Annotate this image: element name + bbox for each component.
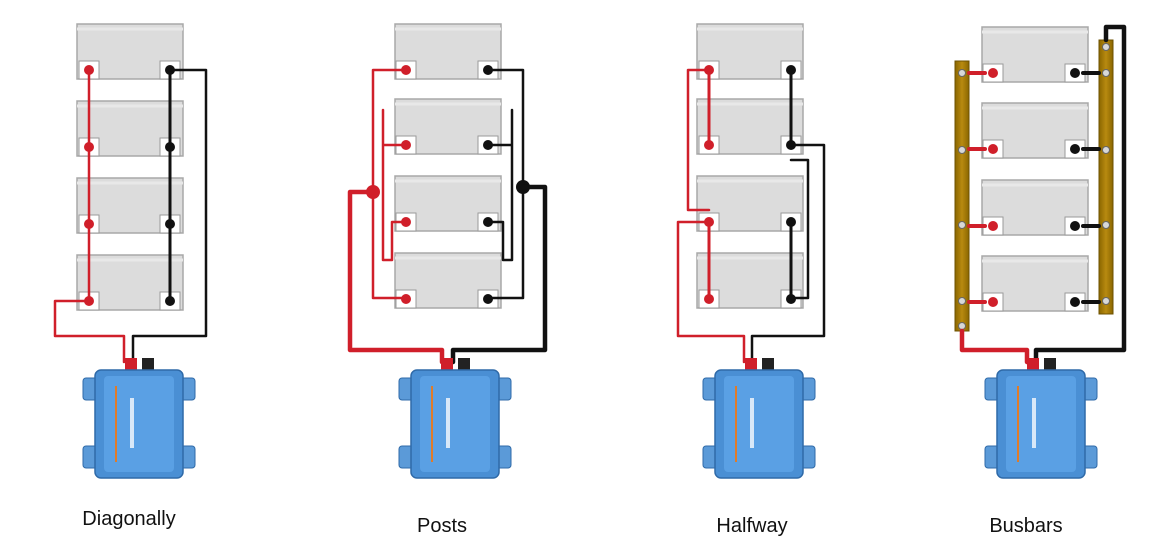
busbar-icon xyxy=(954,60,970,332)
inverter-icon xyxy=(702,358,816,479)
negative-cable xyxy=(1033,24,1127,365)
negative-cable xyxy=(486,108,514,262)
positive-terminal xyxy=(982,292,1004,312)
positive-cable xyxy=(686,68,711,212)
caption-posts: Posts xyxy=(416,515,468,537)
diagram-busbars xyxy=(954,24,1127,479)
inverter-icon xyxy=(82,358,196,479)
positive-cable xyxy=(53,299,126,364)
diagram-diagonally xyxy=(53,23,208,479)
positive-cable xyxy=(676,220,746,364)
busbar-bolt xyxy=(1102,69,1110,77)
busbar-bolt xyxy=(1102,146,1110,154)
caption-halfway: Halfway xyxy=(716,515,788,537)
negative-cable xyxy=(750,143,826,364)
positive-cable xyxy=(959,328,1030,365)
negative-cable xyxy=(131,68,208,364)
negative-terminal xyxy=(1064,139,1086,159)
busbar-bolt xyxy=(1102,221,1110,229)
busbar-bolt xyxy=(958,322,966,330)
caption-diagonally: Diagonally xyxy=(82,508,176,530)
diagram-halfway xyxy=(676,23,826,479)
positive-cable xyxy=(347,189,445,365)
busbar-bolt xyxy=(1102,43,1110,51)
busbar-bolt xyxy=(958,221,966,229)
busbar-bolt xyxy=(1102,297,1110,305)
negative-cable xyxy=(450,184,548,365)
positive-cable xyxy=(381,108,408,262)
diagram-posts xyxy=(347,23,548,479)
negative-cable xyxy=(789,158,810,300)
positive-terminal xyxy=(982,216,1004,236)
busbar-bolt xyxy=(958,297,966,305)
caption-busbars: Busbars xyxy=(989,515,1063,537)
positive-terminal xyxy=(982,139,1004,159)
negative-terminal xyxy=(1064,63,1086,83)
busbar-bolt xyxy=(958,69,966,77)
positive-cable xyxy=(371,68,408,300)
negative-terminal xyxy=(1064,216,1086,236)
busbar-icon xyxy=(1098,39,1114,315)
inverter-icon xyxy=(398,358,512,479)
inverter-icon xyxy=(984,358,1098,479)
busbar-bolt xyxy=(958,146,966,154)
